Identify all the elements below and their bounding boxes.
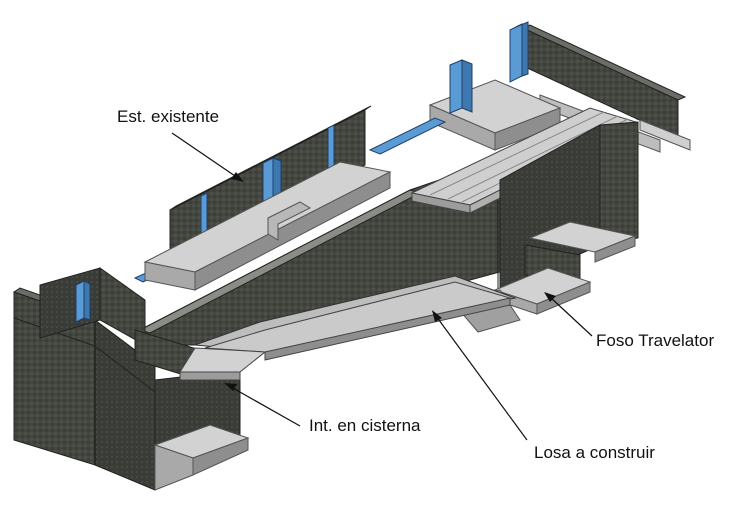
slab-to-build xyxy=(194,275,517,361)
existing-structure-footing xyxy=(143,161,392,291)
label-cistern-intervention: Int. en cisterna xyxy=(309,416,421,435)
leader-existing-structure xyxy=(171,132,244,182)
back-center-steel-column xyxy=(449,59,473,114)
leader-cistern-intervention xyxy=(224,383,301,427)
label-existing-structure: Est. existente xyxy=(117,107,220,126)
cistern-intervention-slab xyxy=(179,347,267,381)
label-slab-to-build: Losa a construir xyxy=(534,443,655,462)
cistern-steel-column xyxy=(75,280,91,323)
cistern-back-walls xyxy=(39,267,201,381)
label-travelator-pit: Foso Travelator xyxy=(596,331,715,350)
leader-slab-to-build xyxy=(432,310,528,441)
far-right-steel-column xyxy=(509,21,529,83)
cistern-interior xyxy=(153,369,250,491)
leader-lines xyxy=(171,132,593,441)
leader-travelator-pit xyxy=(544,292,593,337)
